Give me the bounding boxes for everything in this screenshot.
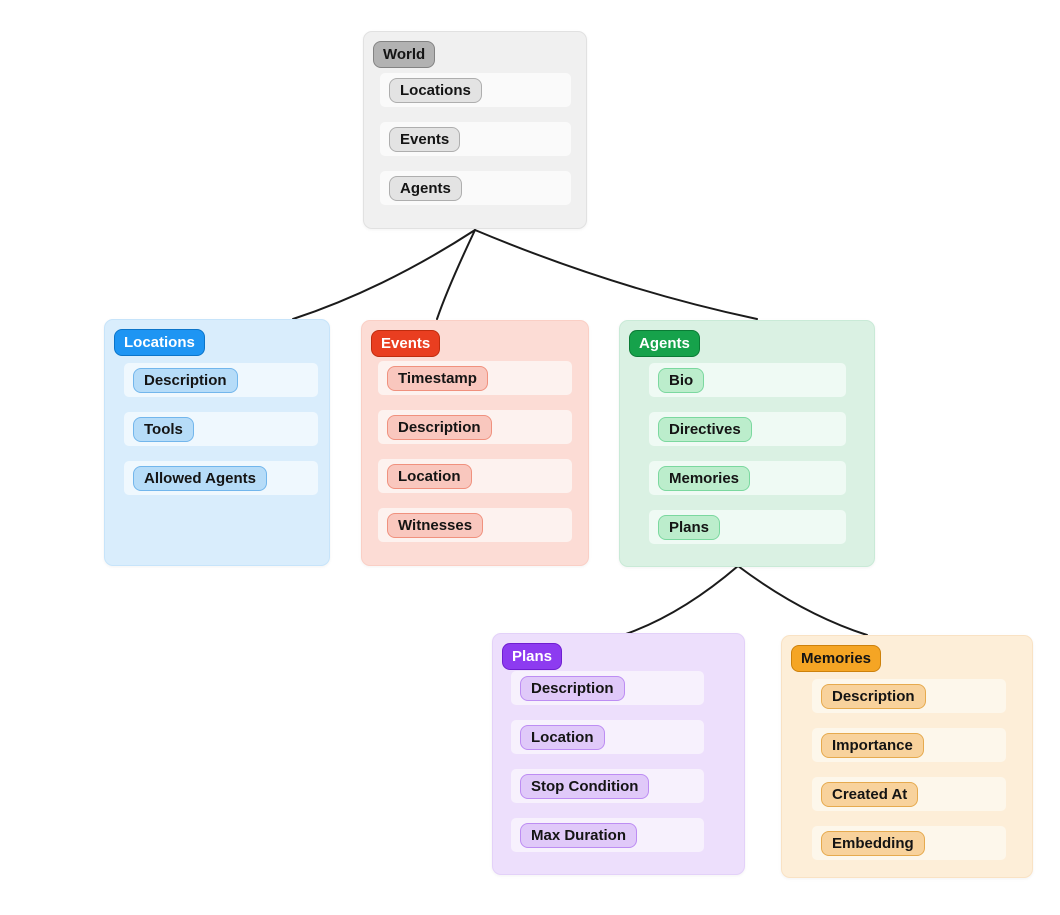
pill-plans-stop-condition: Stop Condition <box>520 773 650 799</box>
row-agents-bio: Bio <box>649 363 846 397</box>
row-events-timestamp: Timestamp <box>378 361 572 395</box>
row-agents-plans: Plans <box>649 510 846 544</box>
pill-agents-plans: Plans <box>658 514 721 540</box>
pill-agents-directives: Directives <box>658 416 752 442</box>
row-memories-importance: Importance <box>812 728 1006 762</box>
pill-memories-embedding: Embedding <box>821 830 925 856</box>
edge-agents-plans <box>625 565 739 635</box>
pill-events-witnesses: Witnesses <box>387 512 484 538</box>
row-locations-allowed-agents: Allowed Agents <box>124 461 318 495</box>
row-events-description: Description <box>378 410 572 444</box>
row-plans-max-duration: Max Duration <box>511 818 704 852</box>
node-locations-title: Locations <box>114 329 205 356</box>
node-memories-fields: Description Importance Created At Embedd… <box>812 679 1006 860</box>
pill-memories-importance: Importance <box>821 732 924 758</box>
node-plans-fields: Description Location Stop Condition Max … <box>511 671 704 852</box>
node-events[interactable]: Events Timestamp Description Location Wi… <box>361 320 589 566</box>
edge-agents-memories <box>737 565 868 636</box>
row-memories-description: Description <box>812 679 1006 713</box>
row-world-agents: Agents <box>380 171 571 205</box>
pill-world-events: Events <box>389 126 461 152</box>
pill-locations-allowed-agents: Allowed Agents <box>133 465 267 491</box>
row-agents-directives: Directives <box>649 412 846 446</box>
pill-events-location: Location <box>387 463 472 489</box>
row-world-locations: Locations <box>380 73 571 107</box>
pill-world-agents: Agents <box>389 175 462 201</box>
row-plans-location: Location <box>511 720 704 754</box>
row-memories-embedding: Embedding <box>812 826 1006 860</box>
row-locations-description: Description <box>124 363 318 397</box>
row-locations-tools: Tools <box>124 412 318 446</box>
node-agents-title: Agents <box>629 330 700 357</box>
edge-world-events <box>436 229 476 320</box>
node-world-title: World <box>373 41 436 68</box>
edge-world-locations <box>292 229 476 320</box>
node-world-fields: Locations Events Agents <box>380 73 571 205</box>
row-memories-created-at: Created At <box>812 777 1006 811</box>
node-world[interactable]: World Locations Events Agents <box>363 31 587 229</box>
pill-memories-description: Description <box>821 683 926 709</box>
edge-world-agents <box>474 229 758 320</box>
pill-locations-tools: Tools <box>133 416 194 442</box>
node-events-title: Events <box>371 330 441 357</box>
pill-world-locations: Locations <box>389 77 482 103</box>
pill-locations-description: Description <box>133 367 238 393</box>
pill-memories-created-at: Created At <box>821 781 919 807</box>
row-agents-memories: Memories <box>649 461 846 495</box>
row-plans-stop-condition: Stop Condition <box>511 769 704 803</box>
node-agents[interactable]: Agents Bio Directives Memories Plans <box>619 320 875 567</box>
pill-agents-bio: Bio <box>658 367 705 393</box>
node-plans-title: Plans <box>502 643 563 670</box>
pill-events-description: Description <box>387 414 492 440</box>
pill-agents-memories: Memories <box>658 465 751 491</box>
pill-plans-max-duration: Max Duration <box>520 822 638 848</box>
node-agents-fields: Bio Directives Memories Plans <box>649 363 846 544</box>
node-memories[interactable]: Memories Description Importance Created … <box>781 635 1033 878</box>
pill-plans-description: Description <box>520 675 625 701</box>
row-world-events: Events <box>380 122 571 156</box>
row-events-witnesses: Witnesses <box>378 508 572 542</box>
pill-plans-location: Location <box>520 724 605 750</box>
node-plans[interactable]: Plans Description Location Stop Conditio… <box>492 633 745 875</box>
node-locations-fields: Description Tools Allowed Agents <box>124 363 318 495</box>
node-events-fields: Timestamp Description Location Witnesses <box>378 361 572 542</box>
row-plans-description: Description <box>511 671 704 705</box>
node-memories-title: Memories <box>791 645 882 672</box>
row-events-location: Location <box>378 459 572 493</box>
node-locations[interactable]: Locations Description Tools Allowed Agen… <box>104 319 330 566</box>
pill-events-timestamp: Timestamp <box>387 365 488 391</box>
